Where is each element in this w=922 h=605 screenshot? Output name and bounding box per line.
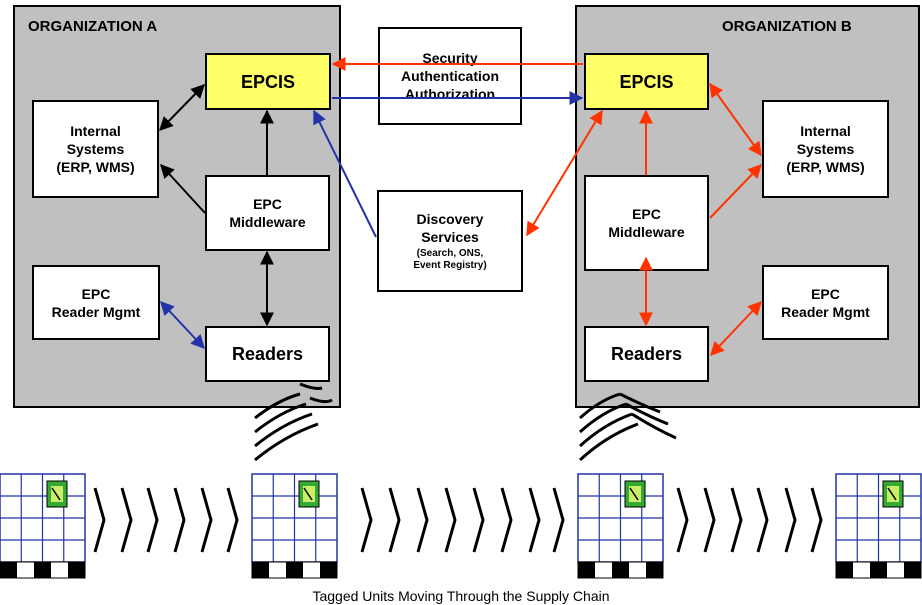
chevron-right-icon xyxy=(93,487,106,553)
pallet-icon xyxy=(835,473,922,579)
arrow-b-epcis-discovery xyxy=(526,109,603,237)
chevron-right-icon xyxy=(528,487,541,553)
org-b-epcis-box: EPCIS xyxy=(584,53,709,110)
arrow-b-epcis-internal xyxy=(709,82,762,157)
rfid-wave-icon xyxy=(254,382,333,462)
rfid-tag-icon xyxy=(882,480,904,508)
org-b-readers-box: Readers xyxy=(584,326,709,382)
org-b-internal-systems-box: Internal Systems (ERP, WMS) xyxy=(762,100,889,198)
arrow-a-middleware-internal xyxy=(160,163,206,214)
chevron-right-icon xyxy=(730,487,743,553)
org-a-reader-mgmt-box: EPC Reader Mgmt xyxy=(32,265,160,340)
chevron-right-icon xyxy=(416,487,429,553)
org-b-reader-mgmt-box: EPC Reader Mgmt xyxy=(762,265,889,340)
discovery-services-subtitle: (Search, ONS, Event Registry) xyxy=(413,248,487,271)
arrow-b-middleware-internal xyxy=(709,163,762,219)
rfid-wave-icon xyxy=(578,392,677,462)
chevron-right-icon xyxy=(500,487,513,553)
chevron-right-icon xyxy=(472,487,485,553)
chevron-right-icon xyxy=(444,487,457,553)
chevron-right-icon xyxy=(388,487,401,553)
organization-b-title: ORGANIZATION B xyxy=(722,18,852,35)
organization-a-title: ORGANIZATION A xyxy=(28,18,158,35)
arrow-b-readermgmt-readers xyxy=(710,300,762,357)
chevron-right-icon xyxy=(810,487,823,553)
arrow-a-internal-epcis xyxy=(159,83,205,132)
chevron-right-icon xyxy=(676,487,689,553)
chevron-right-icon xyxy=(756,487,769,553)
chevron-right-icon xyxy=(173,487,186,553)
org-a-middleware-box: EPC Middleware xyxy=(205,175,330,251)
org-a-readers-box: Readers xyxy=(205,326,330,382)
supply-chain-caption: Tagged Units Moving Through the Supply C… xyxy=(312,588,610,604)
chevron-right-icon xyxy=(703,487,716,553)
discovery-services-box: Discovery Services (Search, ONS, Event R… xyxy=(377,190,523,292)
chevron-right-icon xyxy=(360,487,373,553)
arrow-a-epcis-discovery xyxy=(313,109,377,238)
pallet-icon xyxy=(577,473,664,579)
pallet-icon xyxy=(251,473,338,579)
discovery-services-title: Discovery Services xyxy=(416,211,484,245)
arrow-a-readermgmt-readers xyxy=(160,300,205,350)
rfid-tag-icon xyxy=(46,480,68,508)
rfid-tag-icon xyxy=(624,480,646,508)
pallet-icon xyxy=(0,473,86,579)
rfid-tag-icon xyxy=(298,480,320,508)
org-a-internal-systems-box: Internal Systems (ERP, WMS) xyxy=(32,100,159,198)
org-b-middleware-box: EPC Middleware xyxy=(584,175,709,271)
chevron-right-icon xyxy=(120,487,133,553)
org-a-epcis-box: EPCIS xyxy=(205,53,331,110)
chevron-right-icon xyxy=(146,487,159,553)
chevron-right-icon xyxy=(226,487,239,553)
chevron-right-icon xyxy=(200,487,213,553)
chevron-right-icon xyxy=(552,487,565,553)
chevron-right-icon xyxy=(784,487,797,553)
